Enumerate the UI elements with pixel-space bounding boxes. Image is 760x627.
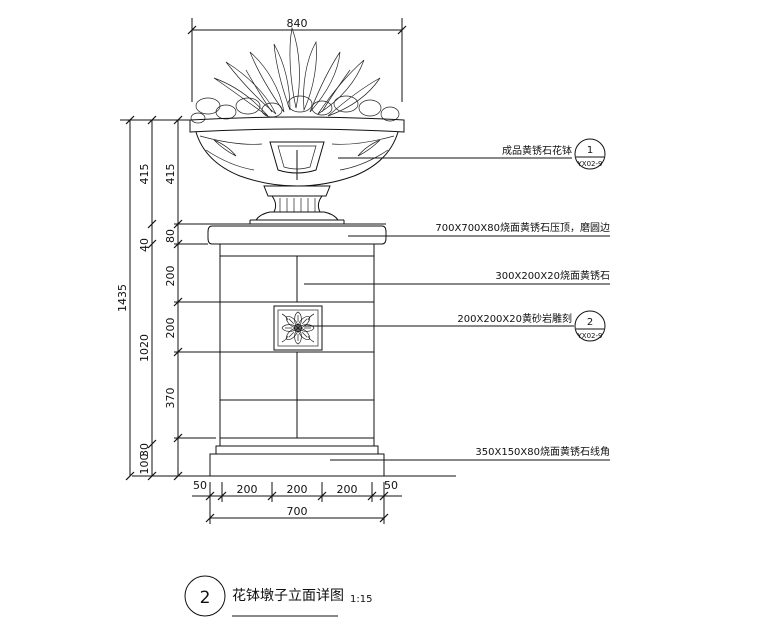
carved-rosette-panel	[273, 305, 323, 351]
dim-seg-1: 200	[237, 483, 258, 496]
callout-base-moulding: 350X150X80烧面黄锈石线角	[330, 445, 610, 461]
dim-row-c: 370	[164, 388, 177, 409]
callout-facing-stone: 300X200X20烧面黄锈石	[304, 269, 610, 285]
dim-bottom-width: 700	[287, 505, 308, 518]
title-scale: 1:15	[350, 594, 372, 605]
dim-cap-inner: 80	[164, 229, 177, 243]
dim-row-a: 200	[164, 266, 177, 287]
callout-finished-pot: 成品黄锈石花钵 1 YX02-9	[338, 138, 606, 170]
left-dimensions: 1435 415 40 1020 30 100 415 80 200 200 3…	[116, 115, 220, 481]
dim-top-width: 840	[287, 17, 308, 30]
dim-bottom-right: 50	[384, 479, 398, 492]
dim-seg-3: 200	[337, 483, 358, 496]
bowl-rim	[189, 116, 405, 133]
title-name: 花钵墩子立面详图	[232, 588, 344, 604]
dim-body-height: 1020	[138, 334, 151, 362]
bottom-dimensions: 50 200 200 200 50 700	[192, 479, 402, 524]
dim-base-a: 30	[138, 443, 151, 457]
callout-text: 350X150X80烧面黄锈石线角	[475, 445, 610, 458]
dim-row-b: 200	[164, 318, 177, 339]
dim-bottom-left: 50	[193, 479, 207, 492]
callout-text: 300X200X20烧面黄锈石	[495, 269, 610, 282]
dim-cap-outer: 40	[138, 238, 151, 252]
top-dimension: 840	[187, 17, 407, 102]
cap-stone	[207, 225, 387, 245]
dim-total-height: 1435	[116, 284, 129, 312]
pier-body	[219, 150, 375, 447]
callout-carving: 200X200X20黄砂岩雕刻 2 YX02-9	[304, 310, 606, 342]
callout-ref-sheet: YX02-9	[577, 332, 603, 340]
bowl-shield	[269, 141, 325, 174]
callout-ref-sheet: YX02-9	[577, 160, 603, 168]
drawing-title: 2 花钵墩子立面详图 1:15	[184, 575, 372, 617]
callout-text: 200X200X20黄砂岩雕刻	[457, 312, 572, 325]
plant-leaves	[213, 26, 381, 117]
pot-stem	[271, 195, 323, 213]
callout-ref-number: 2	[587, 317, 593, 328]
dim-pot-height-outer: 415	[138, 164, 151, 185]
dim-base-b: 100	[138, 454, 151, 475]
title-number: 2	[200, 588, 211, 608]
callout-cap-stone: 700X700X80烧面黄锈石压顶，磨圆边	[348, 221, 610, 237]
callout-text: 700X700X80烧面黄锈石压顶，磨圆边	[435, 221, 610, 234]
flower-pot	[189, 26, 405, 224]
callout-ref-number: 1	[587, 145, 593, 156]
callout-text: 成品黄锈石花钵	[502, 144, 572, 157]
pot-foot	[255, 211, 339, 221]
pier-base	[209, 445, 385, 477]
bowl-neck	[263, 185, 331, 197]
dim-pot-height-inner: 415	[164, 164, 177, 185]
dim-seg-2: 200	[287, 483, 308, 496]
